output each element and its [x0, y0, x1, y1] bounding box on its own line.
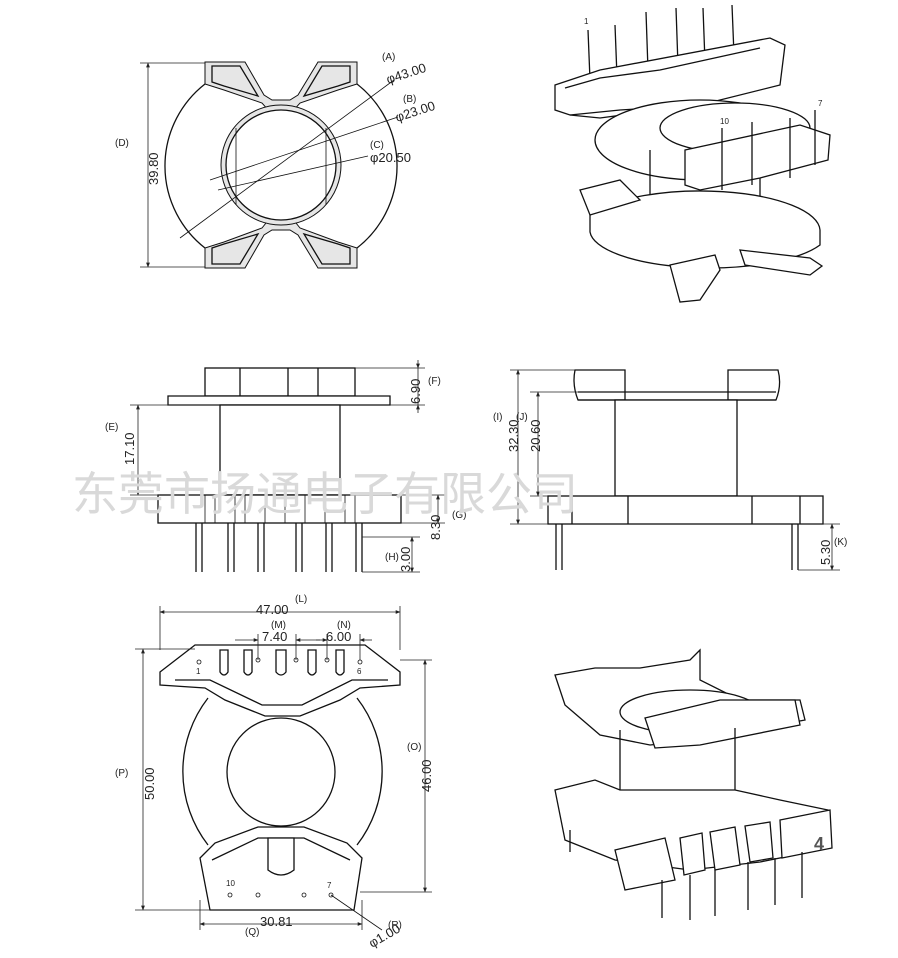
- dim-H: 3.00: [398, 547, 413, 572]
- bottom-view: 1 6 10 7 (L) 47.00 (M) 7.40 (N) 6.00: [115, 594, 434, 951]
- top-view: (D) 39.80 (A) φ43.00 (B) φ23.00 (C) φ20.…: [115, 52, 437, 269]
- bottom-pin-1: 1: [196, 667, 201, 676]
- label-R: (R): [388, 920, 402, 931]
- label-P: (P): [115, 768, 128, 779]
- dim-P: 50.00: [142, 767, 157, 800]
- label-C: (C): [370, 140, 384, 151]
- dim-F: 6.90: [408, 379, 423, 404]
- label-F: (F): [428, 376, 441, 387]
- label-Q: (Q): [245, 927, 259, 938]
- side-view: (I) 32.30 (J) 20.60 (K) 5.30: [493, 369, 847, 571]
- iso-pin-10: 10: [720, 117, 729, 126]
- label-M: (M): [271, 620, 286, 631]
- bottom-pin-10: 10: [226, 879, 235, 888]
- dim-E: 17.10: [122, 432, 137, 465]
- dim-R: φ1.00: [366, 921, 403, 951]
- label-N: (N): [337, 620, 351, 631]
- dim-M: 7.40: [262, 629, 287, 644]
- dim-J: 20.60: [528, 419, 543, 452]
- label-L: (L): [295, 594, 307, 605]
- bottom-pin-6: 6: [357, 667, 362, 676]
- iso-pin-1: 1: [584, 17, 589, 26]
- dim-N: 6.00: [326, 629, 351, 644]
- label-J: (J): [516, 412, 528, 423]
- dim-I: 32.30: [506, 419, 521, 452]
- dim-L: 47.00: [256, 602, 289, 617]
- dim-Q: 30.81: [260, 914, 293, 929]
- label-D: (D): [115, 138, 129, 149]
- label-K: (K): [834, 537, 847, 548]
- iso-pin-7: 7: [818, 99, 823, 108]
- dim-O: 46.00: [419, 759, 434, 792]
- dim-C: φ20.50: [370, 150, 411, 165]
- label-G: (G): [452, 510, 466, 521]
- label-A: (A): [382, 52, 395, 63]
- dim-D: 39.80: [146, 152, 161, 185]
- front-view: (E) 17.10 (F) 6.90 (G) 8.30 (H) 3.00: [105, 360, 466, 573]
- label-H: (H): [385, 552, 399, 563]
- iso-view-top: 1 10 7: [554, 4, 831, 303]
- badge-4: 4: [814, 834, 824, 854]
- bottom-pin-7: 7: [327, 881, 332, 890]
- label-E: (E): [105, 422, 118, 433]
- label-O: (O): [407, 742, 421, 753]
- dim-A: φ43.00: [384, 60, 428, 87]
- dim-K: 5.30: [818, 540, 833, 565]
- label-I: (I): [493, 412, 502, 423]
- watermark-text: 东莞市扬通电子有限公司: [72, 467, 578, 521]
- iso-view-bottom: 4: [554, 648, 833, 920]
- label-B: (B): [403, 94, 416, 105]
- dim-G: 8.30: [428, 515, 443, 540]
